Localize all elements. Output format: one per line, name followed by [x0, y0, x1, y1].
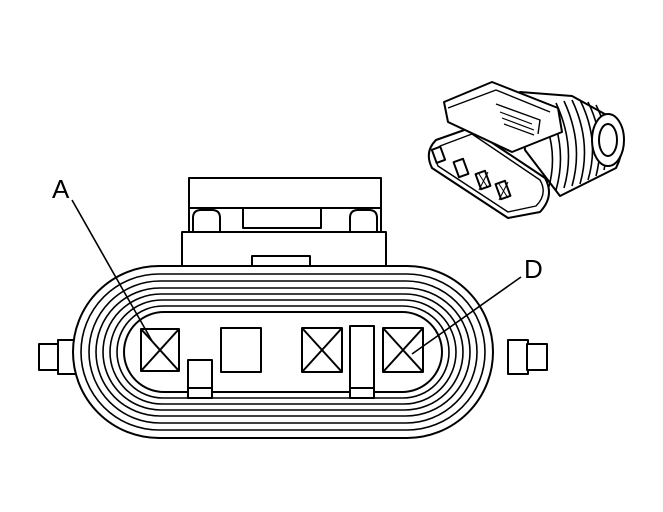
callout-d-leader: [412, 277, 521, 354]
seal-rings: [81, 274, 485, 430]
iso-rear-end: [592, 114, 624, 166]
callout-a-leader: [72, 200, 152, 341]
cavity-a: [141, 329, 179, 371]
connector-end-view: [39, 178, 547, 438]
iso-latch-ribs: [500, 112, 534, 135]
cavity-b: [221, 328, 261, 372]
cavity-c: [302, 328, 342, 372]
iso-cavities: [432, 147, 511, 200]
callout-d-label: D: [524, 254, 543, 284]
callouts: A D: [52, 174, 543, 354]
side-posts: [39, 340, 547, 374]
bottom-keys: [188, 326, 374, 398]
top-latch-block: [182, 178, 386, 276]
iso-front-face: [429, 128, 549, 218]
terminal-cavities: [141, 328, 423, 372]
connector-iso-view: [429, 82, 624, 218]
latch-window: [243, 208, 321, 228]
callout-a-label: A: [52, 174, 70, 204]
